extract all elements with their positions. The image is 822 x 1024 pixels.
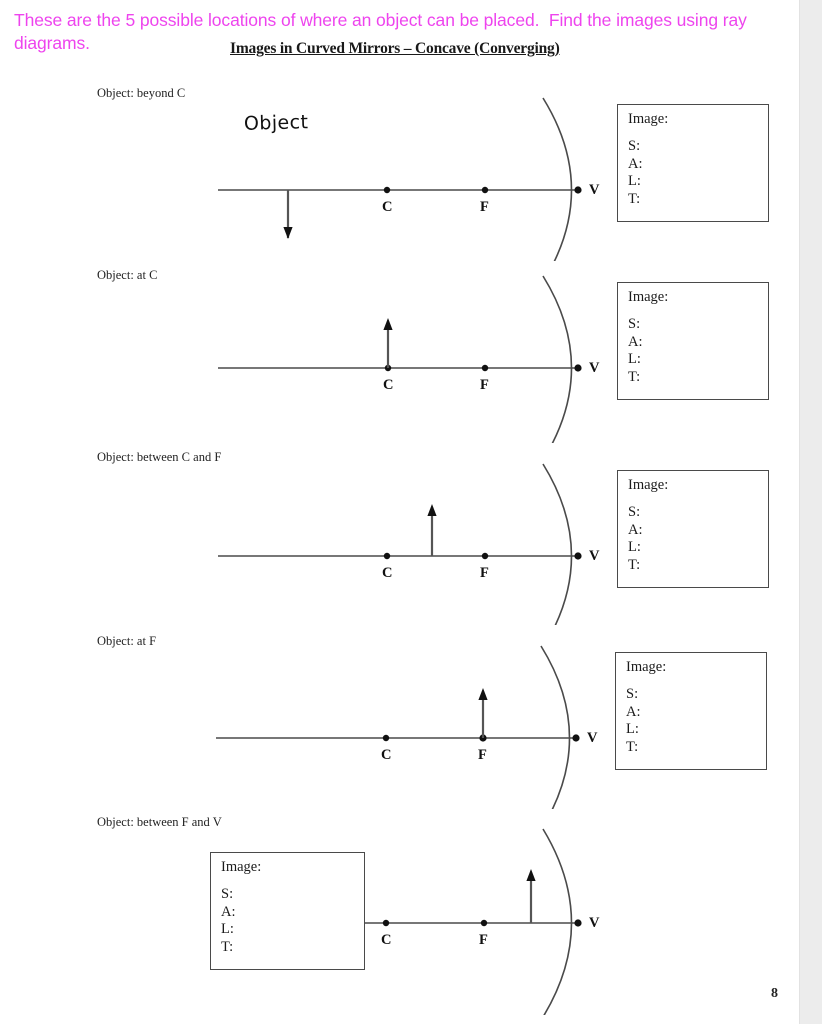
vertex-dot xyxy=(574,919,582,927)
focal-point-dot xyxy=(481,186,489,194)
label-F-4: F xyxy=(478,747,487,763)
vertex-dot xyxy=(574,552,582,560)
page-edge-line xyxy=(799,0,800,1024)
image-box-row-location-5: L: xyxy=(221,921,234,937)
ray-diagram-5: C F V xyxy=(0,815,822,1015)
page-title: Images in Curved Mirrors – Concave (Conv… xyxy=(230,40,560,57)
image-box-row-location-2: L: xyxy=(628,351,641,367)
image-answer-box-2[interactable]: Image: S: A: L: T: xyxy=(617,282,769,400)
image-box-rows-3: S: A: L: T: xyxy=(628,504,643,574)
concave-mirror-arc xyxy=(542,97,573,261)
center-of-curvature-dot xyxy=(383,186,391,194)
vertex-dot xyxy=(574,186,582,194)
image-box-row-attitude-3: A: xyxy=(628,521,643,538)
object-arrow-head xyxy=(526,869,536,881)
image-box-row-type-1: T: xyxy=(628,190,641,207)
image-answer-box-1[interactable]: Image: S: A: L: T: xyxy=(617,104,769,222)
image-box-rows-4: S: A: L: T: xyxy=(626,686,641,756)
image-box-row-type-4: T: xyxy=(626,738,639,755)
label-V-4: V xyxy=(587,730,598,746)
focal-point-dot xyxy=(481,364,489,372)
image-box-row-type-5: T: xyxy=(221,938,234,955)
image-box-row-location-1: L: xyxy=(628,173,641,189)
label-V-3: V xyxy=(589,548,600,564)
label-F-1: F xyxy=(480,199,489,215)
image-box-title-4: Image: xyxy=(626,659,667,675)
center-of-curvature-dot xyxy=(382,734,390,742)
label-C-3: C xyxy=(382,565,393,581)
ray-diagram-3: C F V xyxy=(0,450,822,625)
object-arrow-head xyxy=(283,227,293,239)
image-box-title-2: Image: xyxy=(628,289,669,305)
concave-mirror-arc xyxy=(542,463,573,625)
instruction-note: These are the 5 possible locations of wh… xyxy=(14,10,752,53)
center-of-curvature-dot xyxy=(382,919,390,927)
ray-diagram-1: Object C F V xyxy=(0,86,822,261)
page-number: 8 xyxy=(771,986,778,1001)
image-answer-box-4[interactable]: Image: S: A: L: T: xyxy=(615,652,767,770)
image-box-title-5: Image: xyxy=(221,859,262,875)
label-C-1: C xyxy=(382,199,393,215)
image-box-row-size-3: S: xyxy=(628,504,641,520)
vertex-dot xyxy=(572,734,580,742)
label-C-5: C xyxy=(381,932,392,948)
image-box-row-attitude-1: A: xyxy=(628,155,643,172)
section-label-2: Object: at C xyxy=(97,268,158,282)
object-arrow-head xyxy=(383,318,393,330)
object-arrow-head xyxy=(427,504,437,516)
label-C-2: C xyxy=(383,377,394,393)
focal-point-dot xyxy=(481,552,489,560)
ray-diagram-4: C F V xyxy=(0,634,822,809)
image-box-row-attitude-2: A: xyxy=(628,333,643,350)
section-label-3: Object: between C and F xyxy=(97,450,222,464)
image-box-rows-5: S: A: L: T: xyxy=(221,886,236,956)
image-answer-box-5[interactable]: Image: S: A: L: T: xyxy=(210,852,365,970)
image-box-row-size-2: S: xyxy=(628,316,641,332)
image-answer-box-3[interactable]: Image: S: A: L: T: xyxy=(617,470,769,588)
image-box-row-location-4: L: xyxy=(626,721,639,737)
image-box-rows-2: S: A: L: T: xyxy=(628,316,643,386)
label-C-4: C xyxy=(381,747,392,763)
label-V-5: V xyxy=(589,915,600,931)
label-V-1: V xyxy=(589,182,600,198)
center-of-curvature-dot xyxy=(383,552,391,560)
image-box-rows-1: S: A: L: T: xyxy=(628,138,643,208)
label-F-3: F xyxy=(480,565,489,581)
section-label-4: Object: at F xyxy=(97,634,157,648)
section-label-1: Object: beyond C xyxy=(97,86,186,100)
concave-mirror-arc xyxy=(542,275,573,443)
vertex-dot xyxy=(574,364,582,372)
image-box-title-3: Image: xyxy=(628,477,669,493)
ray-diagram-2: C F V xyxy=(0,268,822,443)
concave-mirror-arc xyxy=(540,645,571,809)
image-box-row-type-2: T: xyxy=(628,368,641,385)
image-box-row-attitude-5: A: xyxy=(221,903,236,920)
image-box-row-size-4: S: xyxy=(626,686,639,702)
image-box-row-location-3: L: xyxy=(628,539,641,555)
object-arrow-head xyxy=(478,688,488,700)
image-box-row-attitude-4: A: xyxy=(626,703,641,720)
image-box-title-1: Image: xyxy=(628,111,669,127)
label-F-5: F xyxy=(479,932,488,948)
focal-point-dot xyxy=(480,919,488,927)
label-V-2: V xyxy=(589,360,600,376)
image-box-row-size-5: S: xyxy=(221,886,234,902)
label-F-2: F xyxy=(480,377,489,393)
object-handwritten-label: Object xyxy=(243,111,309,135)
image-box-row-size-1: S: xyxy=(628,138,641,154)
concave-mirror-arc xyxy=(542,828,573,1015)
image-box-row-type-3: T: xyxy=(628,556,641,573)
page-edge-strip xyxy=(800,0,822,1024)
section-label-5: Object: between F and V xyxy=(97,815,222,829)
